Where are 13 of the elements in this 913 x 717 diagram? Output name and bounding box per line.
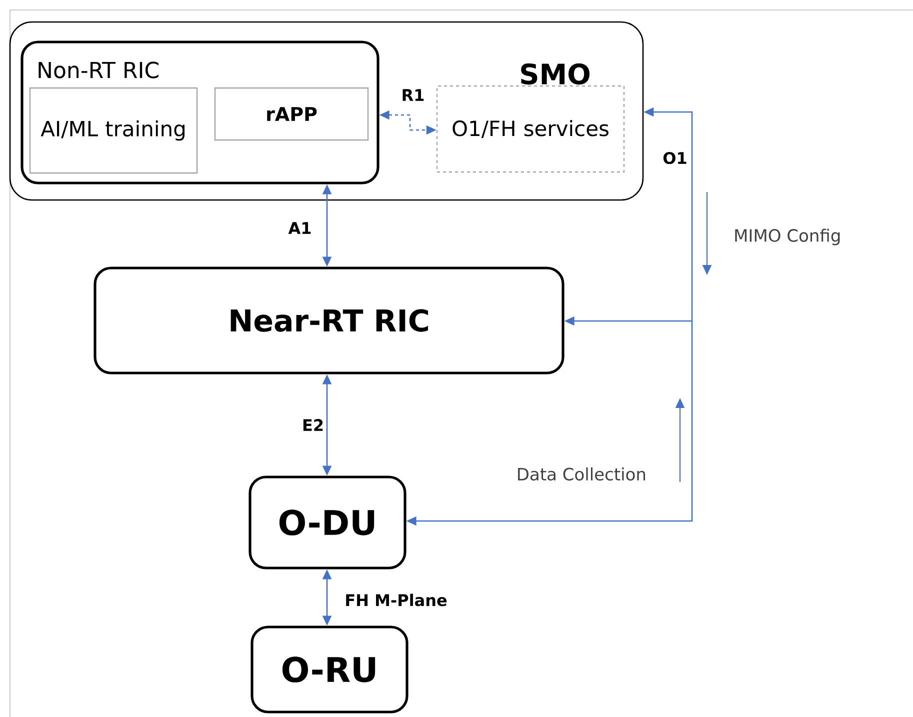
edge-label: R1	[400, 88, 426, 102]
note-text: MIMO Config	[735, 228, 840, 246]
edge-label: A1	[286, 220, 314, 236]
edge-label: O1	[661, 150, 689, 166]
edge-label: E2	[300, 418, 326, 432]
process-box: O-DU	[248, 476, 406, 570]
process-box: O-RU	[250, 626, 408, 714]
service-box: O1/FH services	[436, 85, 625, 173]
function-box: rAPP	[214, 87, 369, 141]
function-box: AI/ML training	[29, 87, 198, 174]
note-text: Data Collection	[518, 467, 646, 481]
edge-label: FH M-Plane	[343, 592, 449, 608]
process-box: Near-RT RIC	[94, 266, 564, 374]
